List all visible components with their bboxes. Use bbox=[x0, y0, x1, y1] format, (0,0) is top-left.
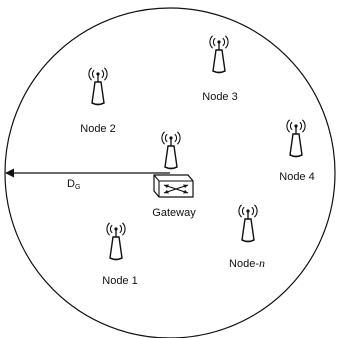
node-n-label-var: n bbox=[258, 256, 265, 270]
gateway-icon bbox=[153, 131, 194, 198]
node-n-label: Node-n bbox=[229, 257, 265, 271]
node-2-label: Node 2 bbox=[80, 123, 116, 135]
radius-label: DG bbox=[67, 178, 80, 194]
node-1-label: Node 1 bbox=[102, 275, 138, 287]
radius-label-main: D bbox=[67, 178, 75, 190]
node-3-icon bbox=[209, 35, 229, 74]
node-n-label-prefix: Node- bbox=[229, 258, 259, 270]
node-4-icon bbox=[286, 119, 306, 158]
radius-label-sub: G bbox=[74, 184, 81, 191]
coverage-circle bbox=[4, 7, 336, 338]
node-1-icon bbox=[106, 222, 126, 261]
node-n-icon bbox=[238, 204, 258, 243]
gateway-label: Gateway bbox=[152, 207, 196, 219]
node-4-label: Node 4 bbox=[279, 171, 315, 183]
node-3-label: Node 3 bbox=[202, 91, 238, 103]
node-2-icon bbox=[88, 67, 108, 106]
